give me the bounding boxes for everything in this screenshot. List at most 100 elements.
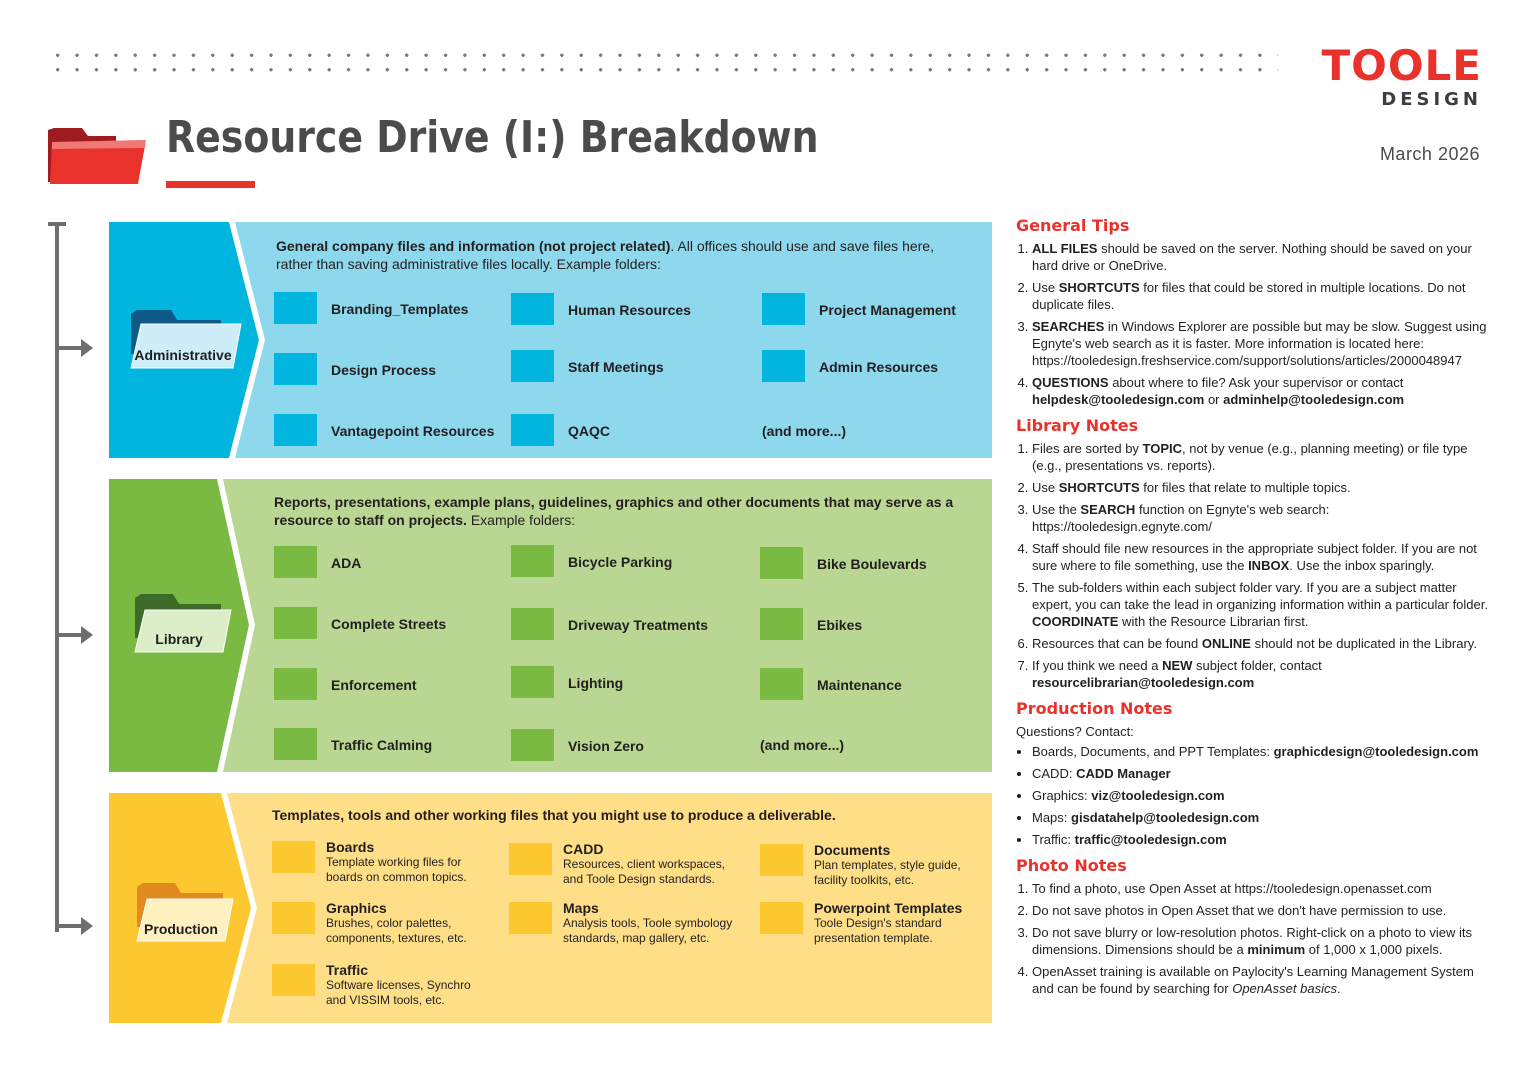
folder-description: Resources, client workspaces, <box>563 857 726 871</box>
folder-label: Documents <box>814 842 891 858</box>
section-production-background <box>109 793 992 1023</box>
folder-description: components, textures, etc. <box>326 931 467 945</box>
folder-lighting[interactable]: Lighting <box>511 666 623 698</box>
emphasis: NEW <box>1162 658 1193 673</box>
production-intro-bold: Templates, tools and other working files… <box>272 807 836 823</box>
administrative-and-more: (and more...) <box>762 423 847 439</box>
folder-description: boards on common topics. <box>326 870 467 884</box>
folder-bike-boulevards[interactable]: Bike Boulevards <box>760 547 927 579</box>
logo-wordmark-top: TOOLE <box>1321 41 1482 90</box>
text: for files that relate to multiple topics… <box>1139 480 1351 495</box>
production-notes-heading: Production Notes <box>1016 699 1173 718</box>
production-notes-list: Boards, Documents, and PPT Templates: gr… <box>1016 743 1488 848</box>
folder-icon <box>511 608 554 640</box>
folder-label: Powerpoint Templates <box>814 900 963 916</box>
text: Use <box>1032 280 1059 295</box>
folder-label: CADD <box>563 841 604 857</box>
folder-description: Analysis tools, Toole symbology <box>563 916 733 930</box>
title-underline <box>166 181 255 188</box>
page-title: Resource Drive (I:) Breakdown <box>166 112 819 163</box>
notes-column: General Tips ALL FILES should be saved o… <box>1016 216 1488 1005</box>
library-intro-rest: Example folders: <box>466 512 576 528</box>
emphasis: ONLINE <box>1201 636 1251 651</box>
library-intro-bold: Reports, presentations, example plans, g… <box>274 494 954 528</box>
adminhelp-email[interactable]: adminhelp@tooledesign.com <box>1223 392 1405 407</box>
resourcelibrarian-email[interactable]: resourcelibrarian@tooledesign.com <box>1032 675 1255 690</box>
text: . Use the inbox sparingly. <box>1289 558 1435 573</box>
text: should be saved on the server. Nothing s… <box>1032 241 1472 273</box>
text: To find a photo, use Open Asset at https… <box>1032 881 1432 896</box>
contact-email[interactable]: graphicdesign@tooledesign.com <box>1273 744 1479 759</box>
folder-icon <box>511 729 554 761</box>
folder-design-process[interactable]: Design Process <box>274 353 436 385</box>
folder-traffic-calming[interactable]: Traffic Calming <box>274 728 432 760</box>
folder-description: facility toolkits, etc. <box>814 873 915 887</box>
emphasis: QUESTIONS <box>1032 375 1109 390</box>
list-item: To find a photo, use Open Asset at https… <box>1032 880 1488 897</box>
contact-email[interactable]: gisdatahelp@tooledesign.com <box>1071 810 1260 825</box>
contact-email[interactable]: traffic@tooledesign.com <box>1074 832 1227 847</box>
folder-staff-meetings[interactable]: Staff Meetings <box>511 350 664 382</box>
folder-maintenance[interactable]: Maintenance <box>760 668 902 700</box>
folder-icon <box>274 353 317 385</box>
folder-label: Bicycle Parking <box>568 554 673 570</box>
folder-branding-templates[interactable]: Branding_Templates <box>274 292 468 324</box>
folder-vision-zero[interactable]: Vision Zero <box>511 729 644 761</box>
folder-vantagepoint-resources[interactable]: Vantagepoint Resources <box>274 414 494 446</box>
section-library: Library Reports, presentations, example … <box>109 479 992 772</box>
list-item: If you think we need a NEW subject folde… <box>1032 657 1488 691</box>
folder-qaqc[interactable]: QAQC <box>511 414 610 446</box>
folder-admin-resources[interactable]: Admin Resources <box>762 350 938 382</box>
list-item: Files are sorted by TOPIC, not by venue … <box>1032 440 1488 474</box>
folder-icon <box>274 728 317 760</box>
folder-icon <box>760 608 803 640</box>
production-intro: Templates, tools and other working files… <box>272 806 972 824</box>
folder-bicycle-parking[interactable]: Bicycle Parking <box>511 545 672 577</box>
library-and-more: (and more...) <box>760 737 845 753</box>
folder-description: and Toole Design standards. <box>563 872 715 886</box>
administrative-intro: General company files and information (n… <box>276 237 956 273</box>
folder-label: Design Process <box>331 362 437 378</box>
administrative-intro-rest: . All offices should use and save files … <box>276 238 934 272</box>
section-label-library: Library <box>155 631 203 647</box>
text: Files are sorted by <box>1032 441 1143 456</box>
arrow-to-administrative-icon <box>55 339 93 357</box>
folder-icon <box>762 350 805 382</box>
folder-label: Ebikes <box>817 617 863 633</box>
contact-email[interactable]: viz@tooledesign.com <box>1091 788 1225 803</box>
folder-human-resources[interactable]: Human Resources <box>511 293 691 325</box>
text: function on Egnyte's web search: https:/… <box>1032 502 1330 534</box>
text: Resources that can be found <box>1032 636 1202 651</box>
folder-project-management[interactable]: Project Management <box>762 293 956 325</box>
photo-notes-list: To find a photo, use Open Asset at https… <box>1016 880 1488 997</box>
text: Use the <box>1032 502 1081 517</box>
folder-complete-streets[interactable]: Complete Streets <box>274 607 446 639</box>
folder-icon <box>511 666 554 698</box>
production-notes-intro: Questions? Contact: <box>1016 724 1134 739</box>
list-item: Use the SEARCH function on Egnyte's web … <box>1032 501 1488 535</box>
folder-label: Branding_Templates <box>331 301 469 317</box>
folder-ebikes[interactable]: Ebikes <box>760 608 862 640</box>
folder-ada[interactable]: ADA <box>274 546 361 578</box>
text: about where to file? Ask your supervisor… <box>1108 375 1404 390</box>
list-item: Boards, Documents, and PPT Templates: gr… <box>1032 743 1488 760</box>
folder-driveway-treatments[interactable]: Driveway Treatments <box>511 608 708 640</box>
folder-label: QAQC <box>568 423 610 439</box>
publication-date: March 2026 <box>1379 144 1480 164</box>
folder-label: Traffic Calming <box>331 737 433 753</box>
folder-label: Traffic <box>326 962 369 978</box>
helpdesk-email[interactable]: helpdesk@tooledesign.com <box>1032 392 1205 407</box>
folder-description: Toole Design's standard <box>814 916 942 930</box>
folder-icon <box>274 414 317 446</box>
general-tips-heading: General Tips <box>1016 216 1130 235</box>
list-item: ALL FILES should be saved on the server.… <box>1032 240 1488 274</box>
folder-enforcement[interactable]: Enforcement <box>274 668 417 700</box>
list-item: The sub-folders within each subject fold… <box>1032 579 1488 630</box>
